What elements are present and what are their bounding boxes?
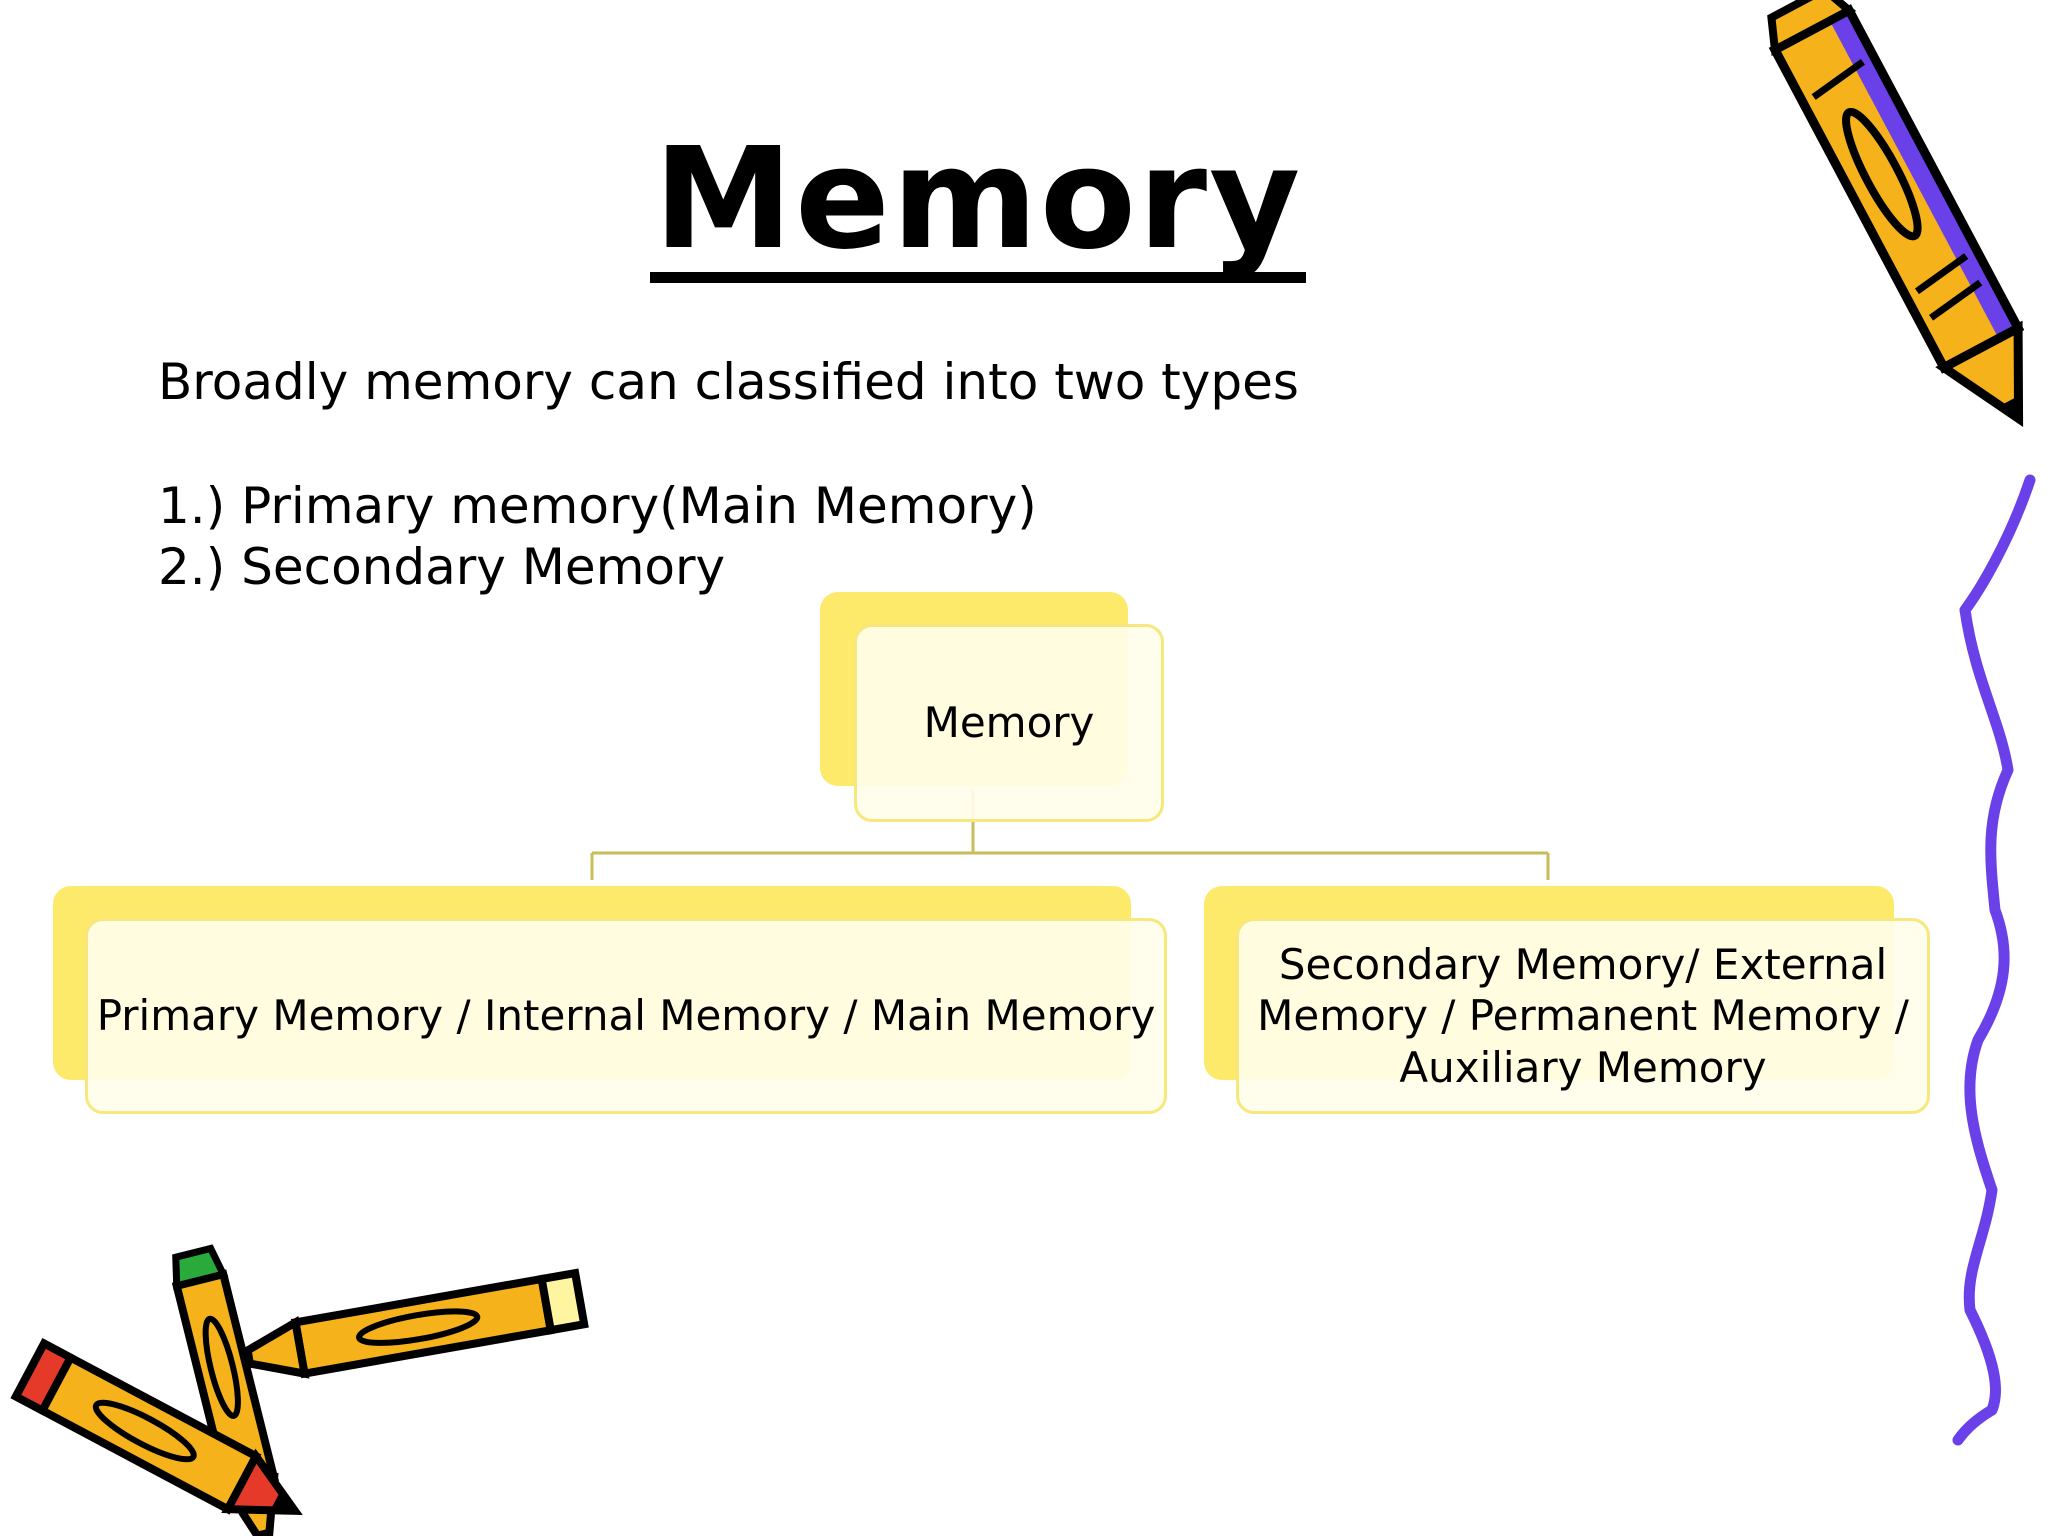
wavy-border-icon [1952, 474, 2036, 1446]
diagram-node-secondary-label: Secondary Memory/ External Memory / Perm… [1257, 939, 1909, 1093]
intro-text: Broadly memory can classified into two t… [158, 353, 1299, 411]
list-item-secondary: 2.) Secondary Memory [158, 538, 726, 596]
memory-type-list: 1.) Primary memory(Main Memory) 2.) Seco… [158, 476, 1037, 598]
slide-title: Memory [0, 130, 1956, 283]
list-item-primary: 1.) Primary memory(Main Memory) [158, 477, 1037, 535]
pencil-icon [1767, 0, 2025, 428]
diagram-node-secondary-line-2: Memory / Permanent Memory / [1257, 991, 1909, 1041]
diagram-node-primary-label: Primary Memory / Internal Memory / Main … [96, 991, 1156, 1041]
diagram-node-secondary-line-3: Auxiliary Memory [1399, 1042, 1767, 1092]
diagram-node-secondary-line-1: Secondary Memory/ External [1278, 940, 1888, 990]
crossed-pencils-icon [10, 1244, 589, 1536]
slide-title-text: Memory [649, 130, 1307, 283]
diagram-node-root-label: Memory [923, 698, 1095, 748]
